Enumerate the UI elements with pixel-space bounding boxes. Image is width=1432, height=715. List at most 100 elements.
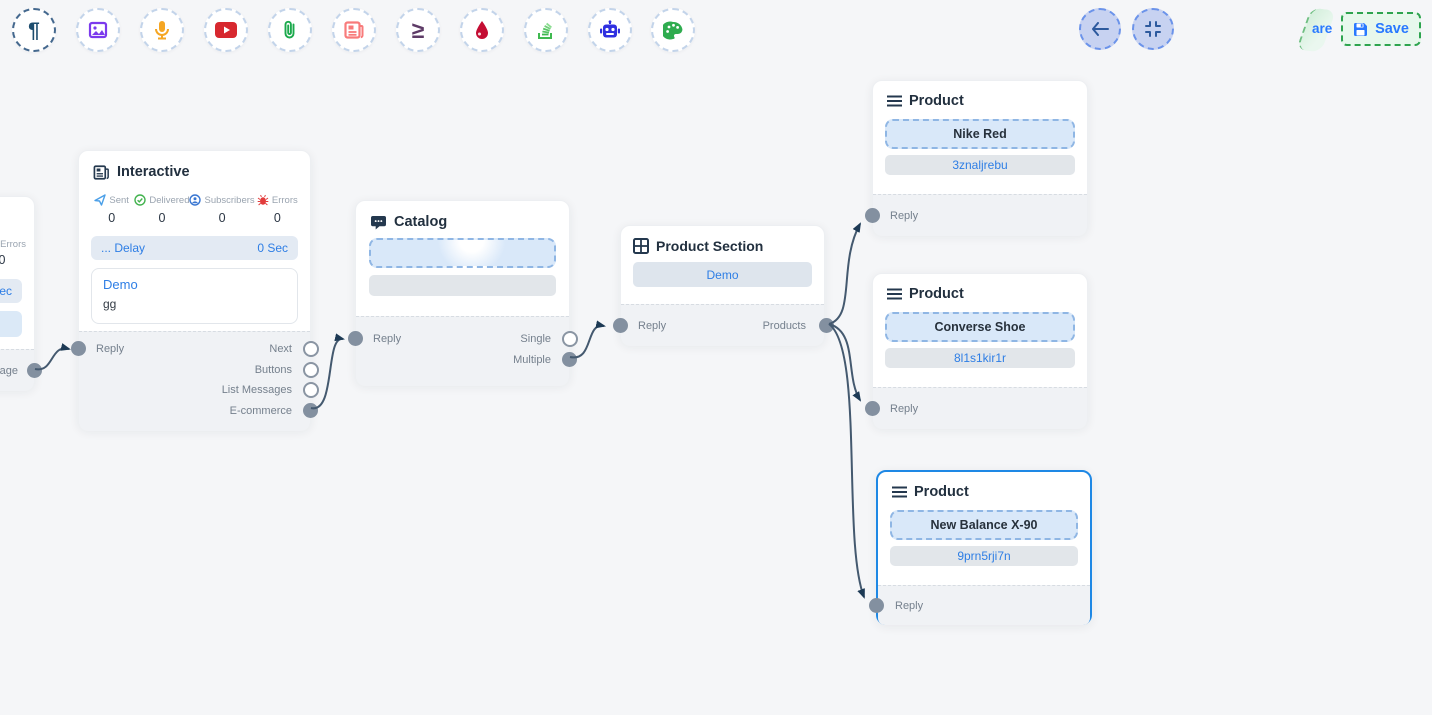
- port-reply-label: Reply: [638, 320, 667, 332]
- node-title-row: Product: [873, 81, 1087, 117]
- toolbar-item-palette[interactable]: [651, 8, 695, 52]
- node-title: Product: [909, 286, 964, 302]
- edge-products-to-converse: [828, 323, 862, 402]
- port-buttons-handle[interactable]: [303, 362, 319, 378]
- port-reply-handle[interactable]: [865, 401, 880, 416]
- port-single-handle[interactable]: [562, 331, 578, 347]
- port-message-handle[interactable]: [27, 363, 42, 378]
- catalog-content-box[interactable]: [369, 238, 556, 268]
- image-icon: [88, 21, 108, 39]
- stat-sent: Sent 0: [89, 194, 134, 225]
- catalog-secondary-box[interactable]: [369, 275, 556, 296]
- edge-products-to-nike: [828, 222, 861, 325]
- stat-subscribers: Subscribers 0: [189, 194, 255, 225]
- node-product-converse-shoe[interactable]: Product Converse Shoe 8l1s1kir1r Reply: [865, 273, 1088, 429]
- node-title: Product Section: [656, 238, 764, 254]
- message-preview-box[interactable]: [0, 311, 22, 337]
- send-icon: [94, 194, 107, 206]
- node-product-nike-red[interactable]: Product Nike Red 3znaljrebu Reply: [865, 80, 1088, 236]
- node-title: Interactive: [117, 164, 190, 180]
- node-catalog[interactable]: Catalog Reply Single Multiple: [348, 200, 578, 386]
- product-retailer-id[interactable]: 8l1s1kir1r: [885, 348, 1075, 368]
- toolbar-item-paragraph[interactable]: ¶: [12, 8, 56, 52]
- node-product-new-balance[interactable]: Product New Balance X-90 9prn5rji7n Repl…: [869, 470, 1092, 625]
- palette-icon: [663, 21, 683, 39]
- toolbar-item-paperclip[interactable]: [268, 8, 312, 52]
- node-footer: Reply: [865, 194, 1087, 236]
- product-name-box[interactable]: Converse Shoe: [885, 312, 1075, 342]
- port-reply-label: Reply: [895, 600, 924, 612]
- delay-label: ... Delay: [101, 241, 146, 255]
- toolbar-item-microphone[interactable]: [140, 8, 184, 52]
- port-single-label: Single: [520, 333, 551, 345]
- port-ecommerce-handle[interactable]: [303, 403, 318, 418]
- toolbar-item-greater-equal[interactable]: ≥: [396, 8, 440, 52]
- port-reply-handle[interactable]: [865, 208, 880, 223]
- droplet-icon: [476, 21, 488, 39]
- stat-delivered: Delivered 0: [134, 194, 189, 225]
- message-title: Demo: [103, 277, 138, 292]
- node-footer: Reply Next Buttons List Messages E-comme…: [71, 331, 319, 431]
- robot-icon: [600, 20, 620, 38]
- back-button[interactable]: [1079, 8, 1121, 50]
- port-buttons-label: Buttons: [254, 364, 292, 376]
- port-reply-handle[interactable]: [71, 341, 86, 356]
- product-name-box[interactable]: New Balance X-90: [890, 510, 1078, 540]
- user-circle-icon: [189, 194, 202, 206]
- compress-icon: [1145, 21, 1161, 37]
- port-ecommerce-label: E-commerce: [229, 405, 292, 417]
- node-title-row: Interactive: [79, 151, 310, 188]
- delay-row[interactable]: Sec: [0, 279, 22, 303]
- product-name-box[interactable]: Nike Red: [885, 119, 1075, 149]
- port-next-handle[interactable]: [303, 341, 319, 357]
- arrow-left-icon: [1092, 22, 1109, 36]
- menu-icon: [887, 95, 902, 107]
- toolbar-item-robot[interactable]: [588, 8, 632, 52]
- product-retailer-id[interactable]: 9prn5rji7n: [890, 546, 1078, 566]
- node-footer: Reply Single Multiple: [348, 316, 578, 386]
- fit-view-button[interactable]: [1132, 8, 1174, 50]
- stat-errors-value: 0: [0, 253, 6, 267]
- port-products-label: Products: [762, 320, 806, 332]
- toolbar-item-stack[interactable]: [524, 8, 568, 52]
- node-title-row: Catalog: [356, 201, 569, 236]
- port-reply-handle[interactable]: [613, 318, 628, 333]
- node-footer: Reply: [869, 585, 1090, 625]
- youtube-icon: [215, 22, 237, 38]
- menu-icon: [887, 288, 902, 300]
- node-title: Product: [909, 93, 964, 109]
- toolbar-item-droplet[interactable]: [460, 8, 504, 52]
- save-button-label: Save: [1375, 21, 1409, 37]
- port-next-label: Next: [269, 343, 292, 355]
- node-interactive[interactable]: Interactive Sent 0 Delivered: [71, 150, 319, 431]
- check-circle-icon: [134, 194, 147, 206]
- save-button[interactable]: Save: [1341, 12, 1421, 46]
- port-multiple-handle[interactable]: [562, 352, 577, 367]
- stat-errors: Errors 0: [255, 194, 300, 225]
- bug-icon: [257, 194, 269, 206]
- message-body: gg: [103, 297, 117, 311]
- port-list-messages-handle[interactable]: [303, 382, 319, 398]
- node-message-partial[interactable]: Errors 0 Sec Message: [0, 196, 42, 391]
- port-reply-label: Reply: [890, 210, 919, 222]
- delay-row[interactable]: ... Delay 0 Sec: [91, 236, 298, 260]
- toolbar-item-image[interactable]: [76, 8, 120, 52]
- node-footer: Reply Products: [613, 304, 834, 346]
- node-title-row: Product: [878, 472, 1090, 508]
- port-products-handle[interactable]: [819, 318, 834, 333]
- port-reply-handle[interactable]: [869, 598, 884, 613]
- node-title: Catalog: [394, 214, 448, 230]
- message-box[interactable]: Demo gg: [91, 268, 298, 324]
- product-retailer-id[interactable]: 3znaljrebu: [885, 155, 1075, 175]
- toolbar-item-youtube[interactable]: [204, 8, 248, 52]
- section-name-box[interactable]: Demo: [633, 262, 812, 287]
- port-multiple-label: Multiple: [513, 354, 551, 366]
- port-reply-handle[interactable]: [348, 331, 363, 346]
- share-button-partial-label: are: [1312, 21, 1333, 36]
- chat-icon: [371, 215, 386, 230]
- stat-errors: Errors: [0, 239, 26, 250]
- delay-value: 0 Sec: [257, 241, 288, 255]
- toolbar-item-newspaper[interactable]: [332, 8, 376, 52]
- node-product-section[interactable]: Product Section Demo Reply Products: [613, 225, 834, 346]
